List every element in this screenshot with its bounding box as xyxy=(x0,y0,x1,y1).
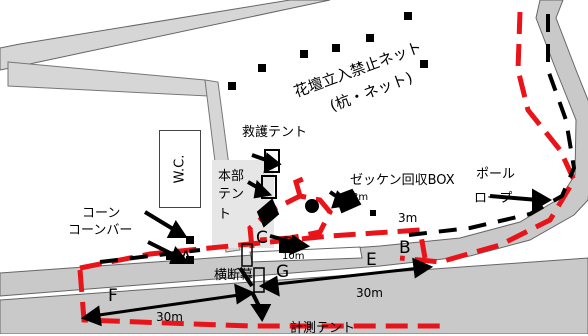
rope-label: ロープ xyxy=(474,191,513,206)
distance-arrows xyxy=(80,257,434,327)
first-aid-label: 救護テント xyxy=(242,125,308,140)
bib-box-label: ゼッケン回収BOX xyxy=(350,173,455,188)
marker-c: C xyxy=(256,228,268,248)
tents xyxy=(241,149,362,293)
upper-road-left xyxy=(7,61,209,97)
marker-f: F xyxy=(108,286,118,306)
marker-g: G xyxy=(276,262,290,282)
distance-10m: 10m xyxy=(282,251,305,262)
banner-label: 横断幕 xyxy=(214,268,254,283)
cones xyxy=(166,210,376,264)
hq-tent-area xyxy=(212,160,274,248)
hq-label-2: テン xyxy=(218,187,245,202)
pole-label: ポール xyxy=(476,167,516,182)
marker-e: E xyxy=(366,250,377,270)
upper-road xyxy=(0,0,331,71)
hq-label-3: ト xyxy=(218,207,232,222)
marker-d: D xyxy=(282,234,296,254)
marker-a: A xyxy=(180,248,192,268)
distance-30m-right: 30m xyxy=(356,286,383,300)
cone-label: コーン xyxy=(82,206,121,221)
flowerbed-net-markers xyxy=(228,12,428,90)
wc-label: W.C. xyxy=(172,154,188,184)
hq-label-1: 本部 xyxy=(218,169,245,184)
distance-30m-left: 30m xyxy=(156,310,183,324)
distance-3m-small: 3m xyxy=(352,192,369,203)
marker-b: B xyxy=(399,238,411,258)
pole-rope-line xyxy=(99,14,577,264)
wc-building: W.C. xyxy=(159,130,201,208)
distance-3m: 3m xyxy=(398,211,418,225)
cone-bar-label: コーンバー xyxy=(68,223,133,238)
timing-tent-label: 計測テント xyxy=(290,321,356,336)
